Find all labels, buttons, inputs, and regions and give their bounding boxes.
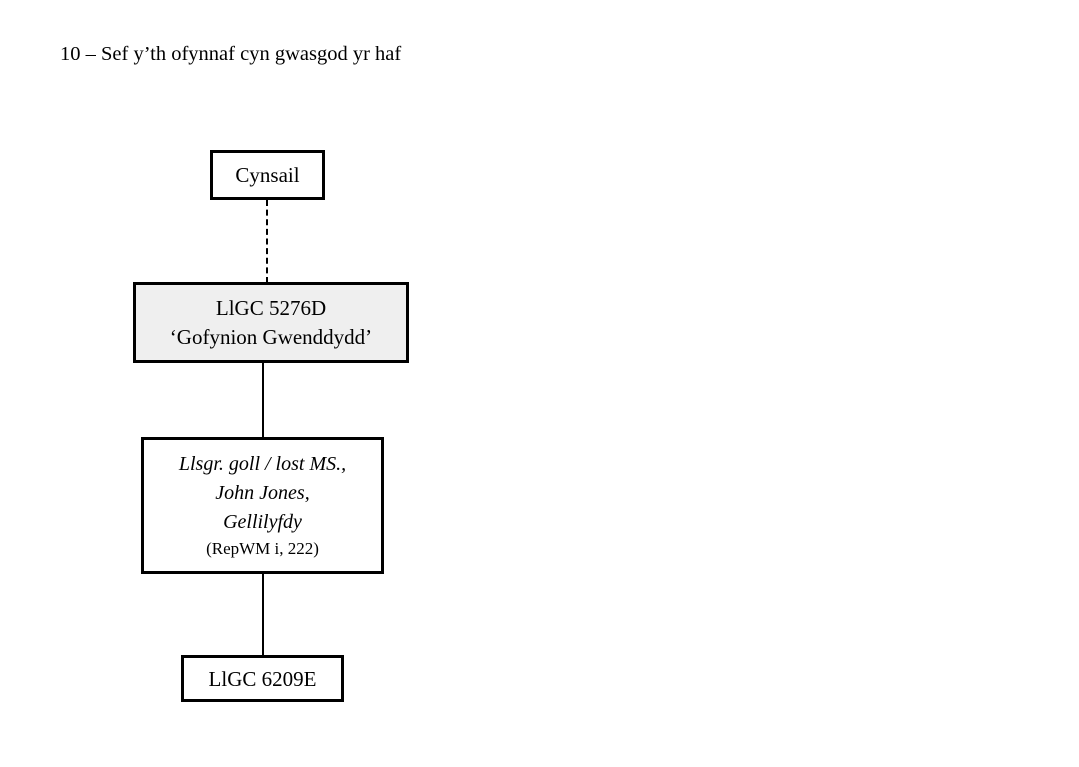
node-llgc-5276d-shelfmark: LlGC 5276D xyxy=(215,295,327,320)
node-archetype-label: Cynsail xyxy=(235,163,300,187)
node-lost-ms-line-1: Llsgr. goll / lost MS., xyxy=(178,453,347,475)
stemma-node-archetype: Cynsail xyxy=(210,150,325,200)
stemma-node-llgc-6209e: LlGC 6209E xyxy=(181,655,344,702)
node-llgc-6209e-label: LlGC 6209E xyxy=(208,666,317,691)
node-lost-ms-line-3: Gellilyfdy xyxy=(223,511,302,533)
node-llgc-5276d-title: ‘Gofynion Gwenddydd’ xyxy=(169,324,373,349)
stemma-edge-archetype-to-llgc-5276d xyxy=(266,200,268,283)
node-lost-ms-line-2: John Jones, xyxy=(215,482,310,504)
stemma-edge-llgc-5276d-to-lost-ms xyxy=(262,362,264,438)
stemma-node-lost-ms: Llsgr. goll / lost MS., John Jones, Gell… xyxy=(141,437,384,574)
figure-caption: 10 – Sef y’th ofynnaf cyn gwasgod yr haf xyxy=(60,43,402,65)
stemma-node-llgc-5276d: LlGC 5276D ‘Gofynion Gwenddydd’ xyxy=(133,282,409,363)
node-lost-ms-reference: (RepWM i, 222) xyxy=(206,539,319,558)
stemma-edge-lost-ms-to-llgc-6209e xyxy=(262,573,264,656)
